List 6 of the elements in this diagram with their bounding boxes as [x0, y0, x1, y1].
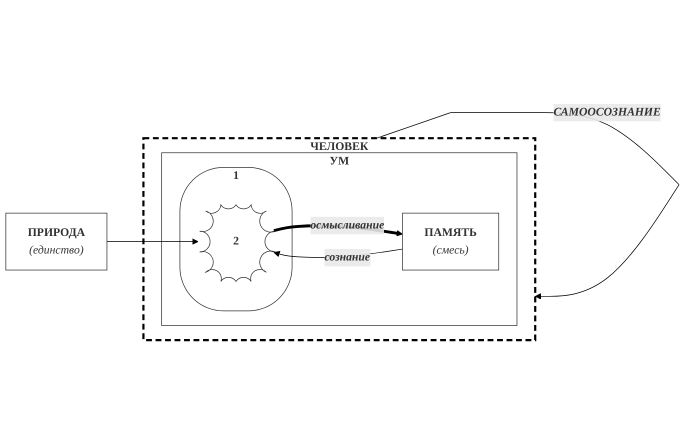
- node-box: ПАМЯТЬ (смесь): [402, 212, 500, 270]
- edge-label: САМООСОЗНАНИЕ: [553, 106, 661, 118]
- edge-label: сознание: [324, 250, 370, 264]
- arrow: [106, 238, 198, 244]
- edge-label: осмысливание: [310, 218, 384, 231]
- node-box: ПРИРОДА (единство): [5, 212, 108, 270]
